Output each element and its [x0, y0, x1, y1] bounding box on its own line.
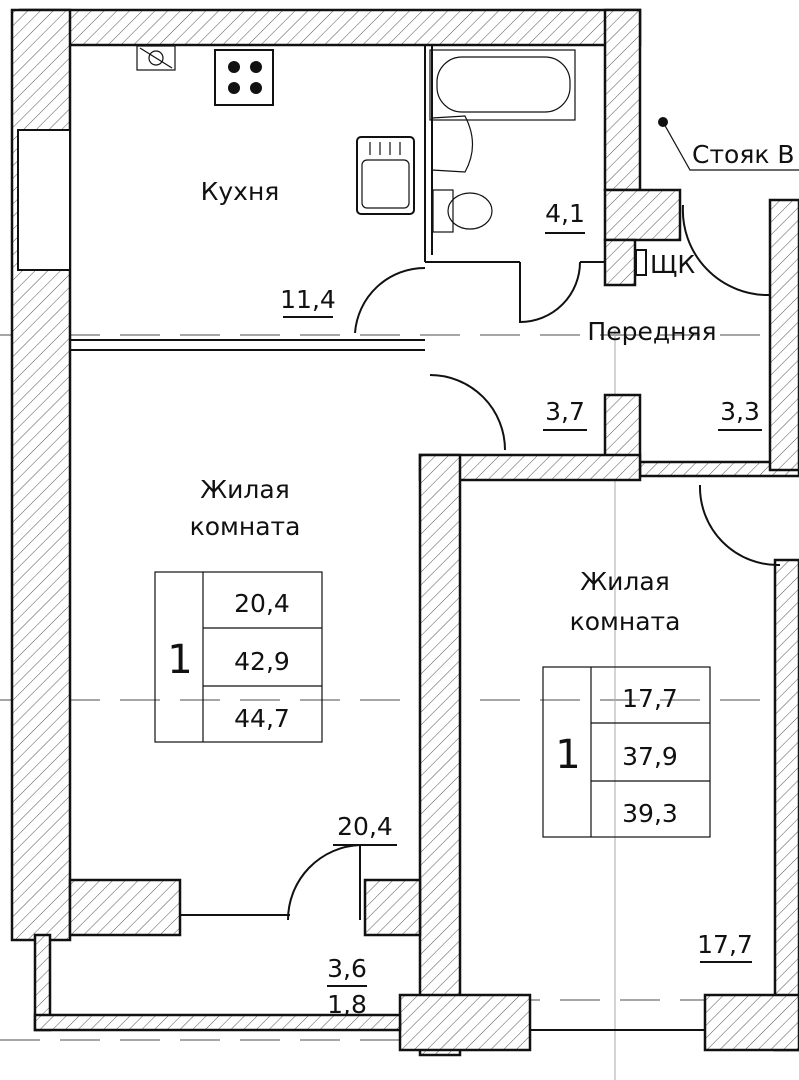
corridor-area: 3,3	[720, 397, 760, 426]
living2-name-line1: Жилая	[580, 567, 670, 596]
riser-icon	[658, 117, 799, 171]
riser-label: Стояк В	[692, 140, 795, 169]
apartment-1-rooms: 1	[167, 637, 192, 683]
toilet-icon	[432, 189, 493, 233]
apartment-1-total-with-balcony: 44,7	[234, 704, 290, 733]
apartment-2-total-with-balcony: 39,3	[622, 799, 678, 828]
hall-name: Передняя	[587, 317, 716, 346]
axis-lines	[0, 330, 799, 1080]
bathtub-icon	[429, 49, 576, 121]
walls	[10, 8, 799, 1057]
apartment-2-area-table: 1 17,7 37,9 39,3	[542, 666, 711, 838]
living1-name-line2: комната	[190, 512, 301, 541]
apartment-2-rooms: 1	[555, 732, 580, 778]
doors	[286, 204, 781, 921]
washbasin-icon	[431, 115, 474, 173]
living1-name-line1: Жилая	[200, 475, 290, 504]
panel-box-icon	[635, 249, 647, 276]
living2-name-line2: комната	[570, 607, 681, 636]
kitchen-name: Кухня	[201, 177, 280, 206]
living2-area: 17,7	[697, 930, 753, 959]
hall-area: 3,7	[545, 397, 585, 426]
balcony-area-total: 3,6	[327, 954, 367, 983]
apartment-2-living-area: 17,7	[622, 684, 678, 713]
balcony-area-reduced: 1,8	[327, 990, 367, 1019]
apartment-1-total-area: 42,9	[234, 647, 290, 676]
panel-label: ЩК	[650, 250, 695, 279]
kitchen-area: 11,4	[280, 285, 336, 314]
apartment-2-total-area: 37,9	[622, 742, 678, 771]
apartment-1-living-area: 20,4	[234, 589, 290, 618]
ventilation-icon	[136, 45, 176, 71]
bathroom-area: 4,1	[545, 199, 585, 228]
apartment-1-area-table: 1 20,4 42,9 44,7	[154, 571, 323, 743]
kitchen-stove-icon	[214, 49, 274, 106]
living1-area: 20,4	[337, 812, 393, 841]
kitchen-sink-icon	[356, 136, 415, 215]
